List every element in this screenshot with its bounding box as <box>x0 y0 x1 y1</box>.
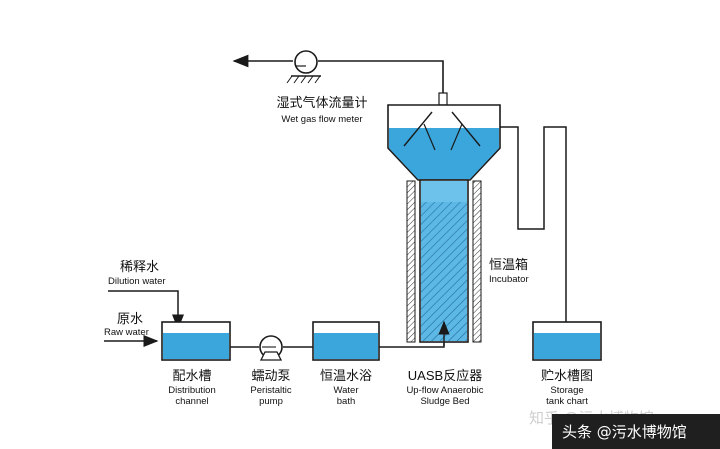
storage-label-en-2: tank chart <box>546 396 588 407</box>
watermark-main: 头条 @污水博物馆 <box>562 423 687 441</box>
storage-label-cn: 贮水槽图 <box>541 368 593 383</box>
bath-label-en-1: Water <box>334 385 359 396</box>
dilution-water-inlet <box>108 290 184 330</box>
dilution-label-en: Dilution water <box>108 276 166 287</box>
raw-label-cn: 原水 <box>117 311 143 326</box>
distribution-label-en-1: Distribution <box>168 385 216 396</box>
gas-meter-label-en: Wet gas flow meter <box>281 114 362 125</box>
peristaltic-pump-icon <box>259 335 283 361</box>
effluent-line <box>500 126 567 338</box>
uasb-reactor <box>387 92 501 346</box>
pump-label-en-2: pump <box>259 396 283 407</box>
water-bath-tank <box>312 321 380 361</box>
incubator-label-en: Incubator <box>489 274 529 285</box>
gas-meter-label-cn: 湿式气体流量计 <box>276 95 367 110</box>
bath-label-cn: 恒温水浴 <box>320 368 372 383</box>
distribution-label-cn: 配水槽 <box>172 368 211 383</box>
pump-label-cn: 蠕动泵 <box>251 368 290 383</box>
pump-label-en-1: Peristaltic <box>250 385 291 396</box>
storage-label-en-1: Storage <box>550 385 583 396</box>
gas-line <box>232 54 444 93</box>
dilution-label-cn: 稀释水 <box>120 259 159 274</box>
raw-label-en: Raw water <box>104 327 149 338</box>
uasb-label-en-2: Sludge Bed <box>420 396 469 407</box>
wet-gas-flow-meter-icon <box>286 50 321 84</box>
distribution-label-en-2: channel <box>175 396 208 407</box>
storage-tank <box>532 321 602 361</box>
watermark-bg <box>552 414 720 449</box>
feed-line <box>230 343 445 348</box>
bath-label-en-2: bath <box>337 396 356 407</box>
distribution-tank <box>161 321 231 361</box>
uasb-label-cn: UASB反应器 <box>408 368 482 383</box>
incubator-label-cn: 恒温箱 <box>489 257 528 272</box>
uasb-label-en-1: Up-flow Anaerobic <box>406 385 483 396</box>
